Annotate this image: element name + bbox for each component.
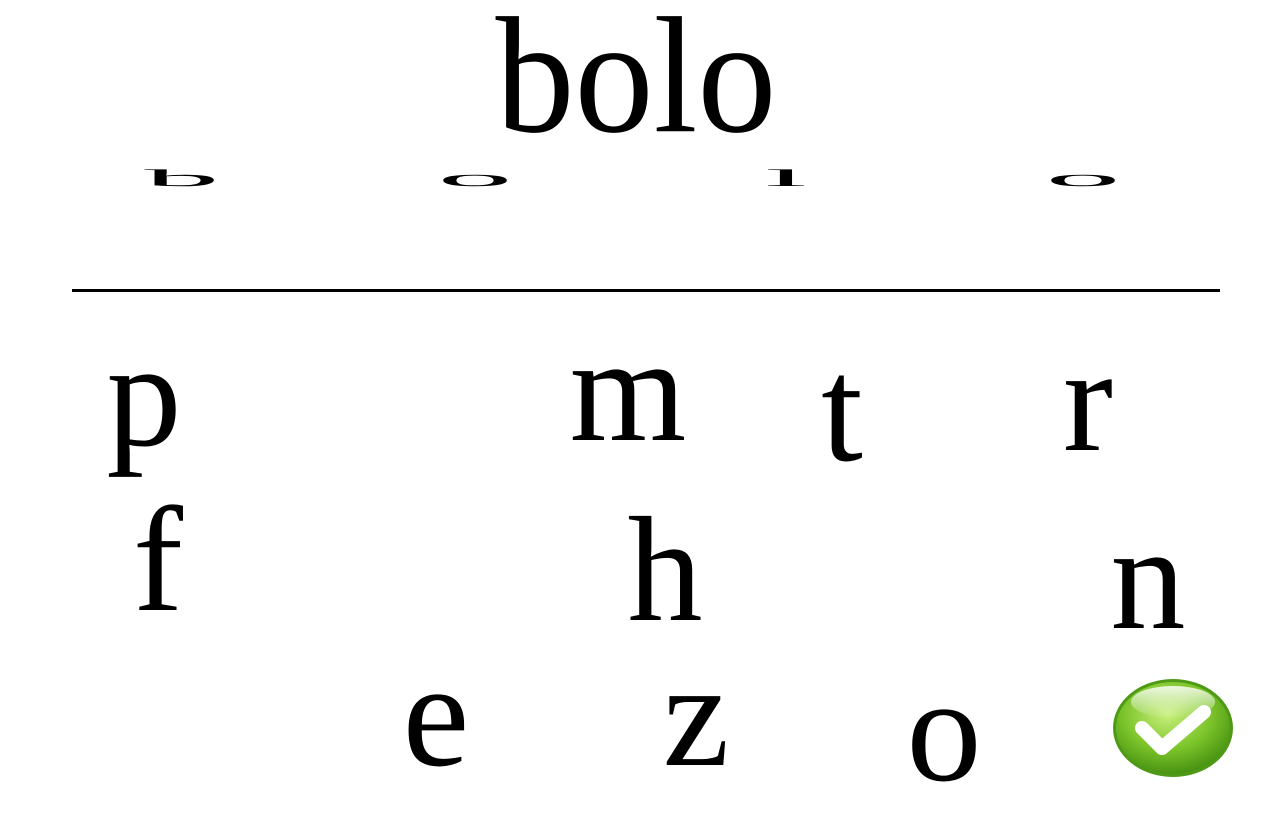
letter-tile-m[interactable]: m bbox=[569, 307, 687, 473]
letter-tile-f[interactable]: f bbox=[133, 477, 183, 643]
checkmark-icon bbox=[1113, 679, 1233, 777]
letter-tile-t[interactable]: t bbox=[821, 327, 863, 493]
letter-tile-h[interactable]: h bbox=[627, 487, 703, 653]
answer-slot-1[interactable]: b bbox=[144, 164, 220, 192]
check-button[interactable] bbox=[1112, 678, 1234, 778]
letter-tile-r[interactable]: r bbox=[1063, 317, 1113, 483]
letter-tile-p[interactable]: p bbox=[106, 312, 182, 478]
target-word-text: bolo bbox=[495, 0, 777, 169]
letter-tile-z[interactable]: z bbox=[662, 632, 730, 798]
letter-tile-n[interactable]: n bbox=[1110, 495, 1186, 661]
answer-slot-4[interactable]: o bbox=[1045, 164, 1121, 192]
answer-slot-2[interactable]: o bbox=[437, 164, 513, 192]
answer-slot-3[interactable]: l bbox=[765, 164, 807, 192]
target-word: bolo bbox=[0, 0, 1276, 169]
divider-line bbox=[72, 289, 1220, 292]
letter-tile-e[interactable]: e bbox=[402, 632, 470, 798]
letter-tile-o[interactable]: o bbox=[906, 647, 982, 813]
